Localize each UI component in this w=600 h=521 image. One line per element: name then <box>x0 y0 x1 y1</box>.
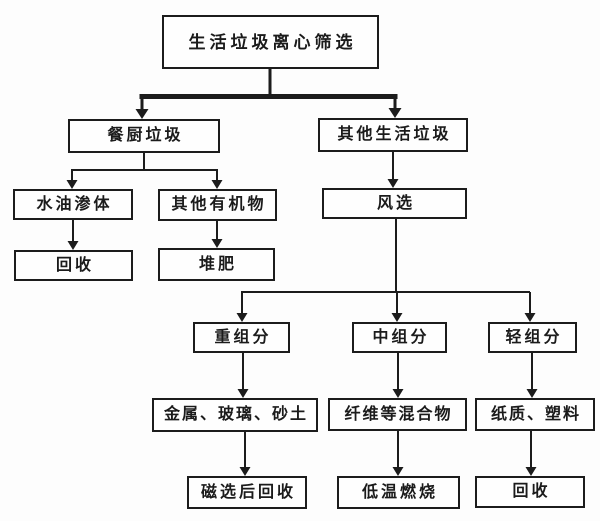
node-water-oil-leachate: 水油渗体 <box>13 189 133 220</box>
node-other-organics: 其他有机物 <box>158 189 277 221</box>
node-recycle-right: 回收 <box>475 476 585 508</box>
node-metal-glass-sand: 金属、玻璃、砂土 <box>152 398 318 432</box>
edge-lines-regular <box>71 152 533 468</box>
edge-line-thick-verticals <box>140 69 397 110</box>
node-paper-plastic: 纸质、塑料 <box>475 398 595 431</box>
node-heavy-fraction: 重组分 <box>193 322 290 353</box>
node-household-waste-centrifugal-screening: 生活垃圾离心筛选 <box>162 15 379 69</box>
node-recycle-left: 回收 <box>14 250 133 281</box>
node-other-household-waste: 其他生活垃圾 <box>318 118 468 152</box>
node-compost: 堆肥 <box>158 248 275 281</box>
edge-lines <box>71 69 533 468</box>
node-medium-fraction: 中组分 <box>352 322 447 353</box>
node-light-fraction: 轻组分 <box>488 322 577 353</box>
node-wind-sorting: 风选 <box>322 188 467 219</box>
node-magnetic-separation-recycle: 磁选后回收 <box>187 476 307 509</box>
node-low-temperature-combustion: 低温燃烧 <box>337 476 460 509</box>
node-kitchen-waste: 餐厨垃圾 <box>68 119 220 153</box>
node-fiber-mixture: 纤维等混合物 <box>328 398 467 431</box>
